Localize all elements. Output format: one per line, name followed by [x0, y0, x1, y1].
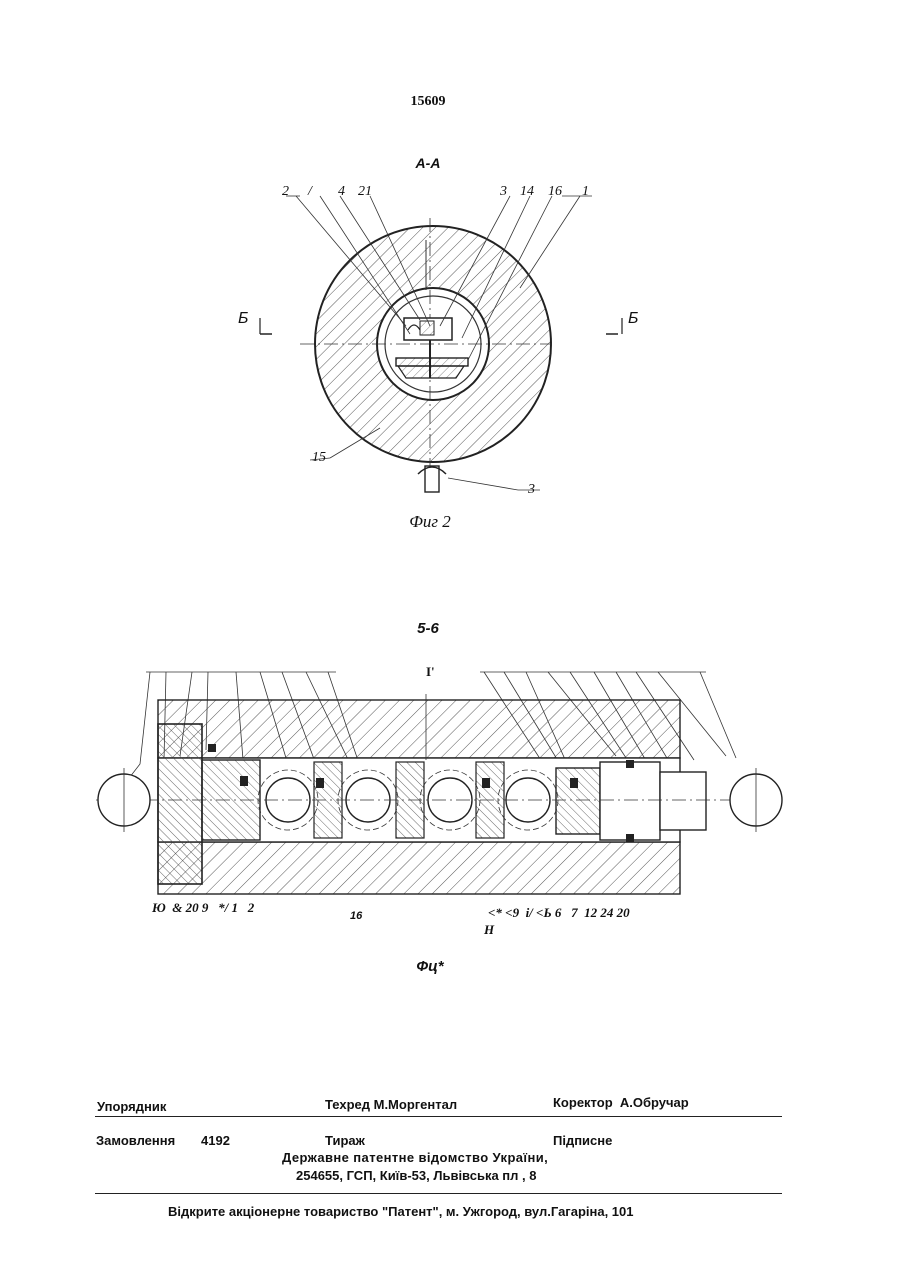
footer-office-line2: 254655, ГСП, Київ-53, Львівська пл , 8 [296, 1168, 536, 1183]
footer-circulation: Тираж [325, 1133, 365, 1148]
footer-tech-editor: Техред М.Моргентал [325, 1097, 457, 1112]
footer-order-number: 4192 [201, 1133, 230, 1148]
fig2-lower-plate [396, 358, 468, 366]
fig2-caption: Фиг 2 [380, 512, 480, 532]
fig2-callout-slash: / [308, 184, 312, 200]
footer-printer: Відкрите акціонерне товариство "Патент",… [168, 1204, 634, 1219]
fig3-bottom-labels-right: <* <9 i/ <Ь 6 7 12 24 20 [488, 905, 630, 921]
fig3-bottom-labels-left: Ю & 20 9 */ 1 2 [152, 900, 254, 916]
fig2-callout-4: 4 [338, 184, 345, 200]
fig2-side-label-left: Б [238, 310, 248, 328]
fig2-callout-2: 2 [282, 184, 289, 200]
fig2-callout-15: 15 [312, 450, 326, 466]
fig2-callout-14: 14 [520, 184, 534, 200]
fig2-callout-3: 3 [500, 184, 507, 200]
footer-order-label: Замовлення [96, 1133, 175, 1148]
fig3-section-label: 5-6 [398, 620, 458, 637]
fig3-bottom-label-h: Н [484, 922, 494, 938]
fig3-housing-bottom [158, 842, 680, 894]
footer-office-line1: Державне патентне відомство України, [282, 1150, 548, 1165]
fig3-caption: Фц* [380, 958, 480, 975]
fig2-callout-16: 16 [548, 184, 562, 200]
fig3-housing-top [158, 700, 680, 758]
patent-number: 15609 [0, 94, 856, 110]
fig3-bottom-label-16: 16 [350, 910, 362, 922]
fig2-callout-21: 21 [358, 184, 372, 200]
footer-rule-bottom [95, 1193, 782, 1194]
fig2-callout-1: 1 [582, 184, 589, 200]
footer-compiler: Упорядник [97, 1099, 166, 1114]
fig2-section-label: А-А [398, 155, 458, 171]
fig2-callout-3-bottom: 3 [528, 482, 535, 498]
fig3-drawing [96, 664, 786, 899]
footer-rule-top [95, 1116, 782, 1117]
footer-corrector: Коректор А.Обручар [553, 1095, 689, 1110]
footer-subscription: Підписне [553, 1133, 612, 1148]
fig2-drawing [230, 178, 630, 508]
fig2-side-label-right: Б [628, 310, 638, 328]
